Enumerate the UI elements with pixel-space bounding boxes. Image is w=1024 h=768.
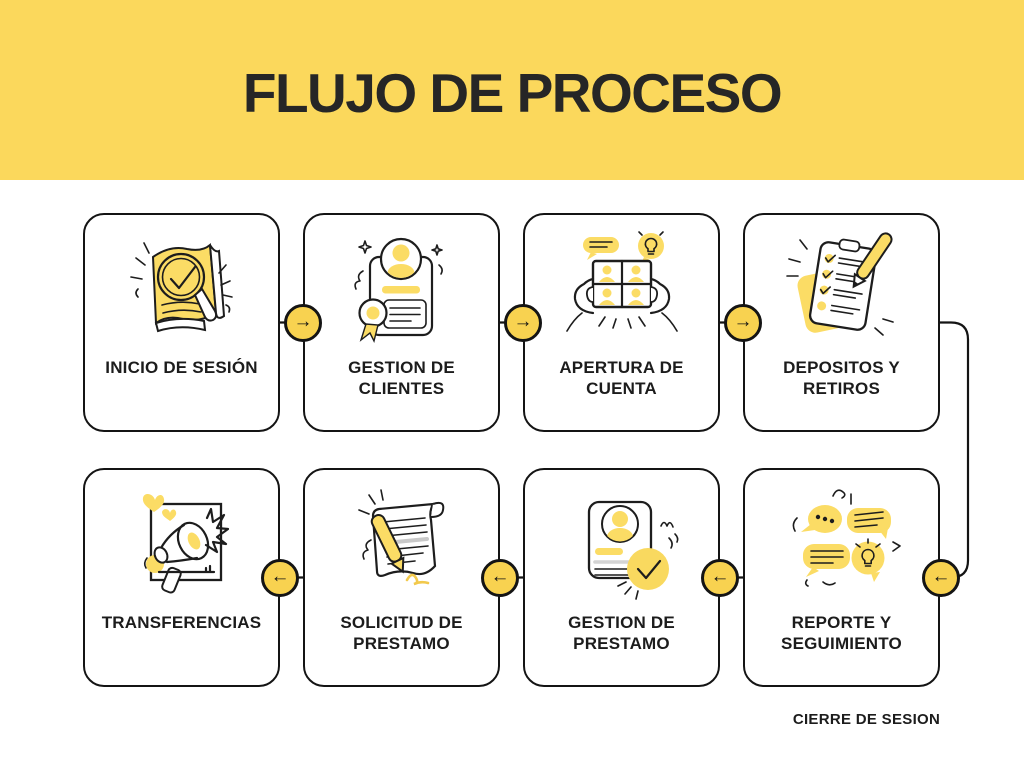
step-solicitud-de-prestamo: SOLICITUD DE PRESTAMO <box>303 468 500 687</box>
step-reporte-y-seguimiento: REPORTE Y SEGUIMIENTO <box>743 468 940 687</box>
end-label: CIERRE DE SESION <box>792 711 941 728</box>
step-label: SOLICITUD DE PRESTAMO <box>340 613 463 654</box>
step-gestion-de-clientes: GESTION DE CLIENTES <box>303 213 500 432</box>
step-gestion-de-prestamo: GESTION DE PRESTAMO <box>523 468 720 687</box>
step-label: GESTION DE PRESTAMO <box>568 613 675 654</box>
profile-approved-check-icon <box>547 484 697 602</box>
step-label: GESTION DE CLIENTES <box>348 358 455 399</box>
hands-holding-account-grid-icon <box>547 229 697 347</box>
login-search-check-icon <box>107 229 257 347</box>
arrow-left-icon: ← <box>922 558 960 597</box>
chat-bubbles-idea-icon <box>767 484 917 602</box>
step-label: TRANSFERENCIAS <box>101 613 262 632</box>
megaphone-announcement-icon <box>107 484 257 602</box>
step-depositos-y-retiros: DEPOSITOS Y RETIROS <box>743 213 940 432</box>
client-id-card-badge-icon <box>327 229 477 347</box>
arrow-left-icon: ← <box>261 558 299 597</box>
step-label: APERTURA DE CUENTA <box>559 358 684 399</box>
arrow-left-icon: ← <box>481 558 519 597</box>
step-label: DEPOSITOS Y RETIROS <box>783 358 900 399</box>
step-apertura-de-cuenta: APERTURA DE CUENTA <box>523 213 720 432</box>
step-inicio-de-sesion: INICIO DE SESIÓN <box>83 213 280 432</box>
document-signing-pen-icon <box>327 484 477 602</box>
arrow-right-icon: → <box>284 303 322 342</box>
arrow-right-icon: → <box>504 303 542 342</box>
checklist-clipboard-pencil-icon <box>767 229 917 347</box>
step-label: REPORTE Y SEGUIMIENTO <box>781 613 902 654</box>
page-title: FLUJO DE PROCESO <box>242 62 783 124</box>
arrow-left-icon: ← <box>701 558 739 597</box>
step-transferencias: TRANSFERENCIAS <box>83 468 280 687</box>
header-band: FLUJO DE PROCESO <box>0 0 1024 180</box>
arrow-right-icon: → <box>724 303 762 342</box>
step-label: INICIO DE SESIÓN <box>105 358 258 377</box>
